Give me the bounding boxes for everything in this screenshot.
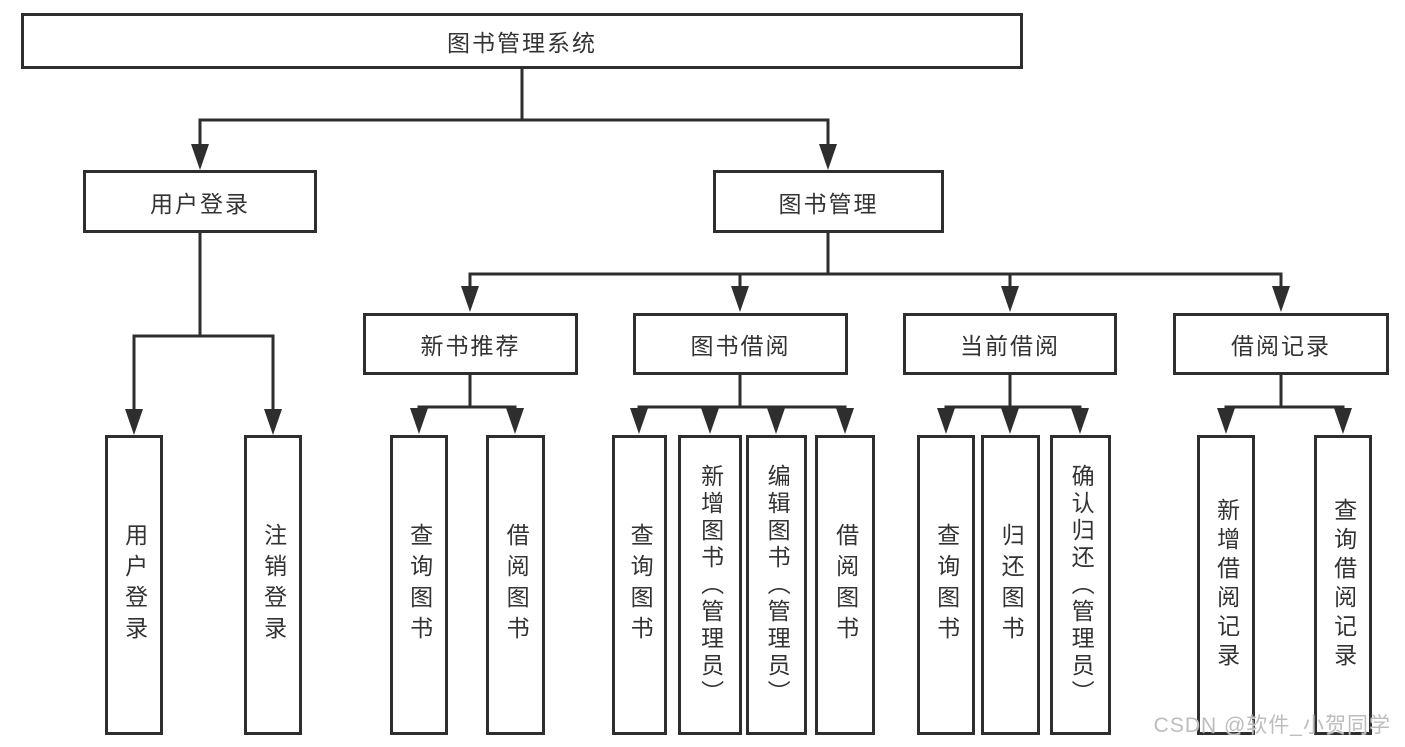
leaf-label: 确认归还（管理员） <box>1068 463 1095 707</box>
connector-root-split <box>198 69 830 164</box>
arrowhead-icon <box>937 408 955 434</box>
arrowhead-icon <box>461 286 479 312</box>
connector-new-book-recommend-split <box>417 375 517 428</box>
arrowhead-icon <box>191 144 209 170</box>
leaf-return-book: 归还图书 <box>981 435 1040 735</box>
leaf-add-borrow-record: 新增借阅记录 <box>1197 435 1255 735</box>
arrowhead-icon <box>767 408 785 434</box>
connector-book-borrow-split <box>637 375 847 428</box>
leaf-label: 新增图书（管理员） <box>697 463 724 707</box>
leaf-label: 新增借阅记录 <box>1213 498 1240 672</box>
leaf-edit-book-admin: 编辑图书（管理员） <box>746 435 807 735</box>
leaf-borrow-books-recommend: 借阅图书 <box>486 435 545 735</box>
arrowhead-icon <box>1217 408 1235 434</box>
arrowhead-icon <box>819 144 837 170</box>
connector-borrow-records-split <box>1224 375 1345 428</box>
leaf-query-books-current: 查询图书 <box>917 435 975 735</box>
leaf-label: 用户登录 <box>121 523 148 647</box>
node-book-management: 图书管理 <box>713 170 944 233</box>
leaf-query-books-borrow: 查询图书 <box>612 435 667 735</box>
leaf-label: 查询借阅记录 <box>1330 498 1357 672</box>
leaf-label: 编辑图书（管理员） <box>764 463 791 707</box>
arrowhead-icon <box>506 408 524 434</box>
connector-book-management-split <box>468 233 1283 306</box>
arrowhead-icon <box>701 408 719 434</box>
leaf-label: 查询图书 <box>406 523 433 647</box>
leaf-borrow-books: 借阅图书 <box>815 435 875 735</box>
node-user-login: 用户登录 <box>83 170 317 233</box>
leaf-label: 借阅图书 <box>832 523 859 647</box>
arrowhead-icon <box>1334 408 1352 434</box>
connector-current-borrow-split <box>944 375 1082 428</box>
arrowhead-icon <box>630 408 648 434</box>
leaf-user-login: 用户登录 <box>105 435 163 735</box>
leaf-label: 查询图书 <box>627 523 654 647</box>
leaf-add-book-admin: 新增图书（管理员） <box>678 435 742 735</box>
leaf-label: 借阅图书 <box>503 523 530 647</box>
leaf-logout: 注销登录 <box>244 435 302 735</box>
connector-user-login-split <box>132 233 275 429</box>
arrowhead-icon <box>264 409 282 435</box>
node-new-book-recommend: 新书推荐 <box>363 313 578 375</box>
arrowhead-icon <box>1001 286 1019 312</box>
leaf-query-books-recommend: 查询图书 <box>390 435 448 735</box>
node-borrow-records: 借阅记录 <box>1173 313 1389 375</box>
leaf-query-borrow-record: 查询借阅记录 <box>1314 435 1372 735</box>
node-current-borrow: 当前借阅 <box>903 313 1117 375</box>
leaf-label: 查询图书 <box>933 523 960 647</box>
arrowhead-icon <box>1071 408 1089 434</box>
arrowhead-icon <box>410 408 428 434</box>
leaf-label: 注销登录 <box>260 523 287 647</box>
leaf-label: 归还图书 <box>998 523 1025 647</box>
node-book-borrow: 图书借阅 <box>633 313 848 375</box>
csdn-watermark: CSDN @软件_小贺同学 <box>1153 714 1391 737</box>
arrowhead-icon <box>1272 286 1290 312</box>
node-root-system: 图书管理系统 <box>21 13 1023 69</box>
arrowhead-icon <box>836 408 854 434</box>
arrowhead-icon <box>125 409 143 435</box>
arrowhead-icon <box>731 286 749 312</box>
leaf-confirm-return-admin: 确认归还（管理员） <box>1050 435 1111 735</box>
arrowhead-icon <box>1001 408 1019 434</box>
